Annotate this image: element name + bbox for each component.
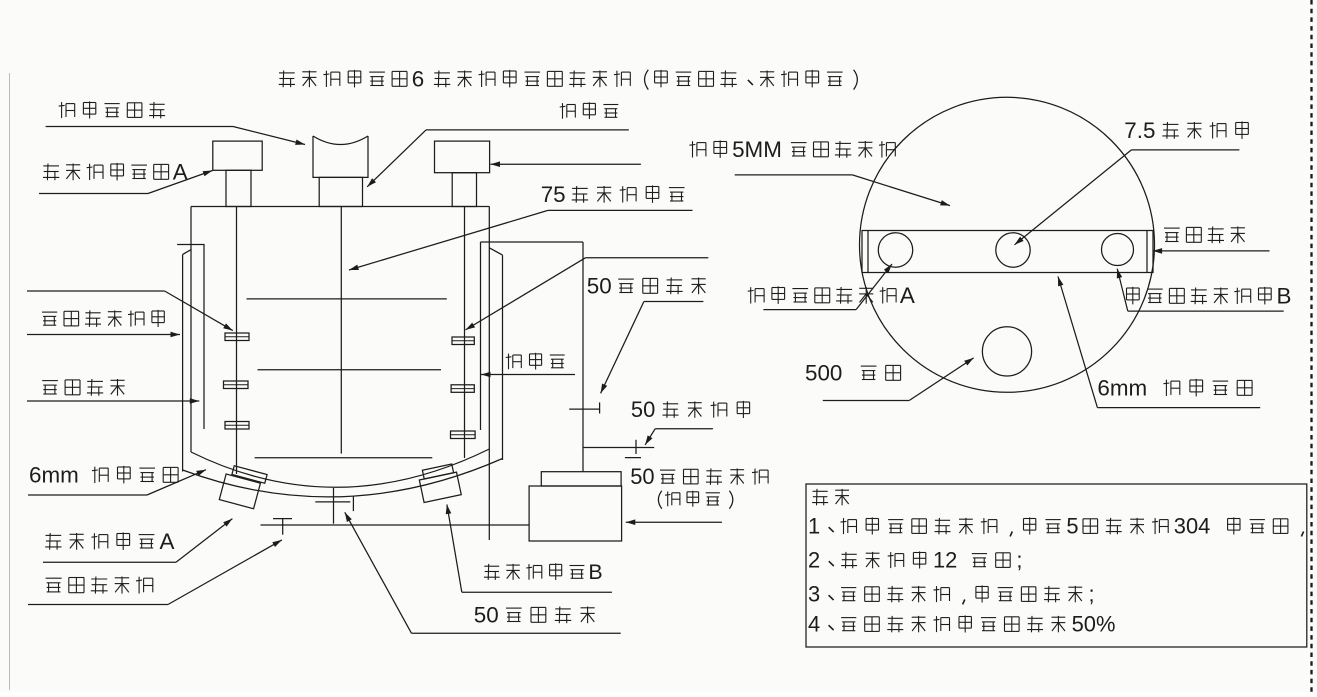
svg-text:5: 5 bbox=[1066, 514, 1078, 539]
svg-text:2: 2 bbox=[808, 548, 820, 573]
svg-text:B: B bbox=[588, 560, 602, 584]
svg-text:500: 500 bbox=[805, 361, 849, 386]
svg-text:7.5: 7.5 bbox=[1124, 118, 1155, 143]
svg-text:A: A bbox=[160, 529, 175, 554]
svg-text:50%: 50% bbox=[1072, 612, 1116, 637]
svg-text:50: 50 bbox=[474, 603, 499, 628]
svg-text:3: 3 bbox=[808, 582, 820, 607]
svg-text:;: ; bbox=[1089, 582, 1095, 607]
svg-text:A: A bbox=[900, 283, 915, 308]
svg-text:;: ; bbox=[1016, 548, 1022, 573]
svg-text:50: 50 bbox=[631, 397, 655, 422]
svg-text:B: B bbox=[1277, 284, 1292, 309]
svg-text:50: 50 bbox=[630, 464, 654, 489]
svg-text:12: 12 bbox=[933, 548, 963, 573]
svg-text:75: 75 bbox=[541, 182, 566, 207]
svg-text:304: 304 bbox=[1174, 514, 1217, 539]
svg-text:6mm: 6mm bbox=[1097, 376, 1153, 401]
svg-text:4: 4 bbox=[808, 612, 820, 637]
svg-text:5MM: 5MM bbox=[732, 137, 788, 162]
svg-text:50: 50 bbox=[587, 274, 612, 299]
svg-text:1: 1 bbox=[808, 514, 820, 539]
svg-text:6: 6 bbox=[412, 67, 431, 92]
svg-text:6mm: 6mm bbox=[29, 463, 85, 488]
svg-text:A: A bbox=[173, 160, 188, 185]
